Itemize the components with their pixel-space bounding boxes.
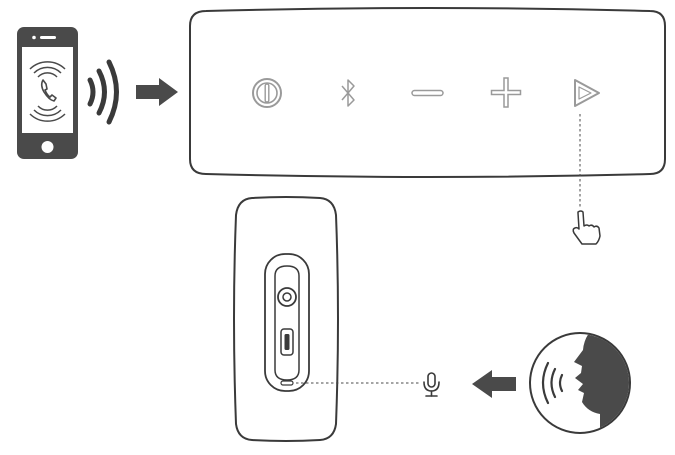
arrow-left-icon bbox=[472, 370, 516, 398]
mic-hole bbox=[280, 380, 294, 386]
plus-icon[interactable] bbox=[490, 77, 522, 108]
pointing-hand-icon bbox=[572, 210, 601, 245]
arrow-right-icon bbox=[136, 78, 178, 106]
minus-icon[interactable] bbox=[411, 89, 444, 97]
power-button-icon[interactable] bbox=[252, 78, 282, 108]
micro-usb-icon bbox=[280, 328, 294, 356]
speaker-side-view bbox=[233, 196, 339, 442]
play-icon[interactable] bbox=[574, 79, 600, 107]
aux-jack-icon bbox=[277, 287, 297, 307]
smartphone-with-incoming-call-icon bbox=[17, 27, 78, 159]
microphone-icon bbox=[423, 372, 440, 397]
bluetooth-icon[interactable] bbox=[341, 79, 355, 107]
person-speaking-icon bbox=[529, 332, 631, 434]
wireless-signal-waves-icon bbox=[87, 59, 119, 125]
speaker-top-view bbox=[189, 7, 666, 178]
